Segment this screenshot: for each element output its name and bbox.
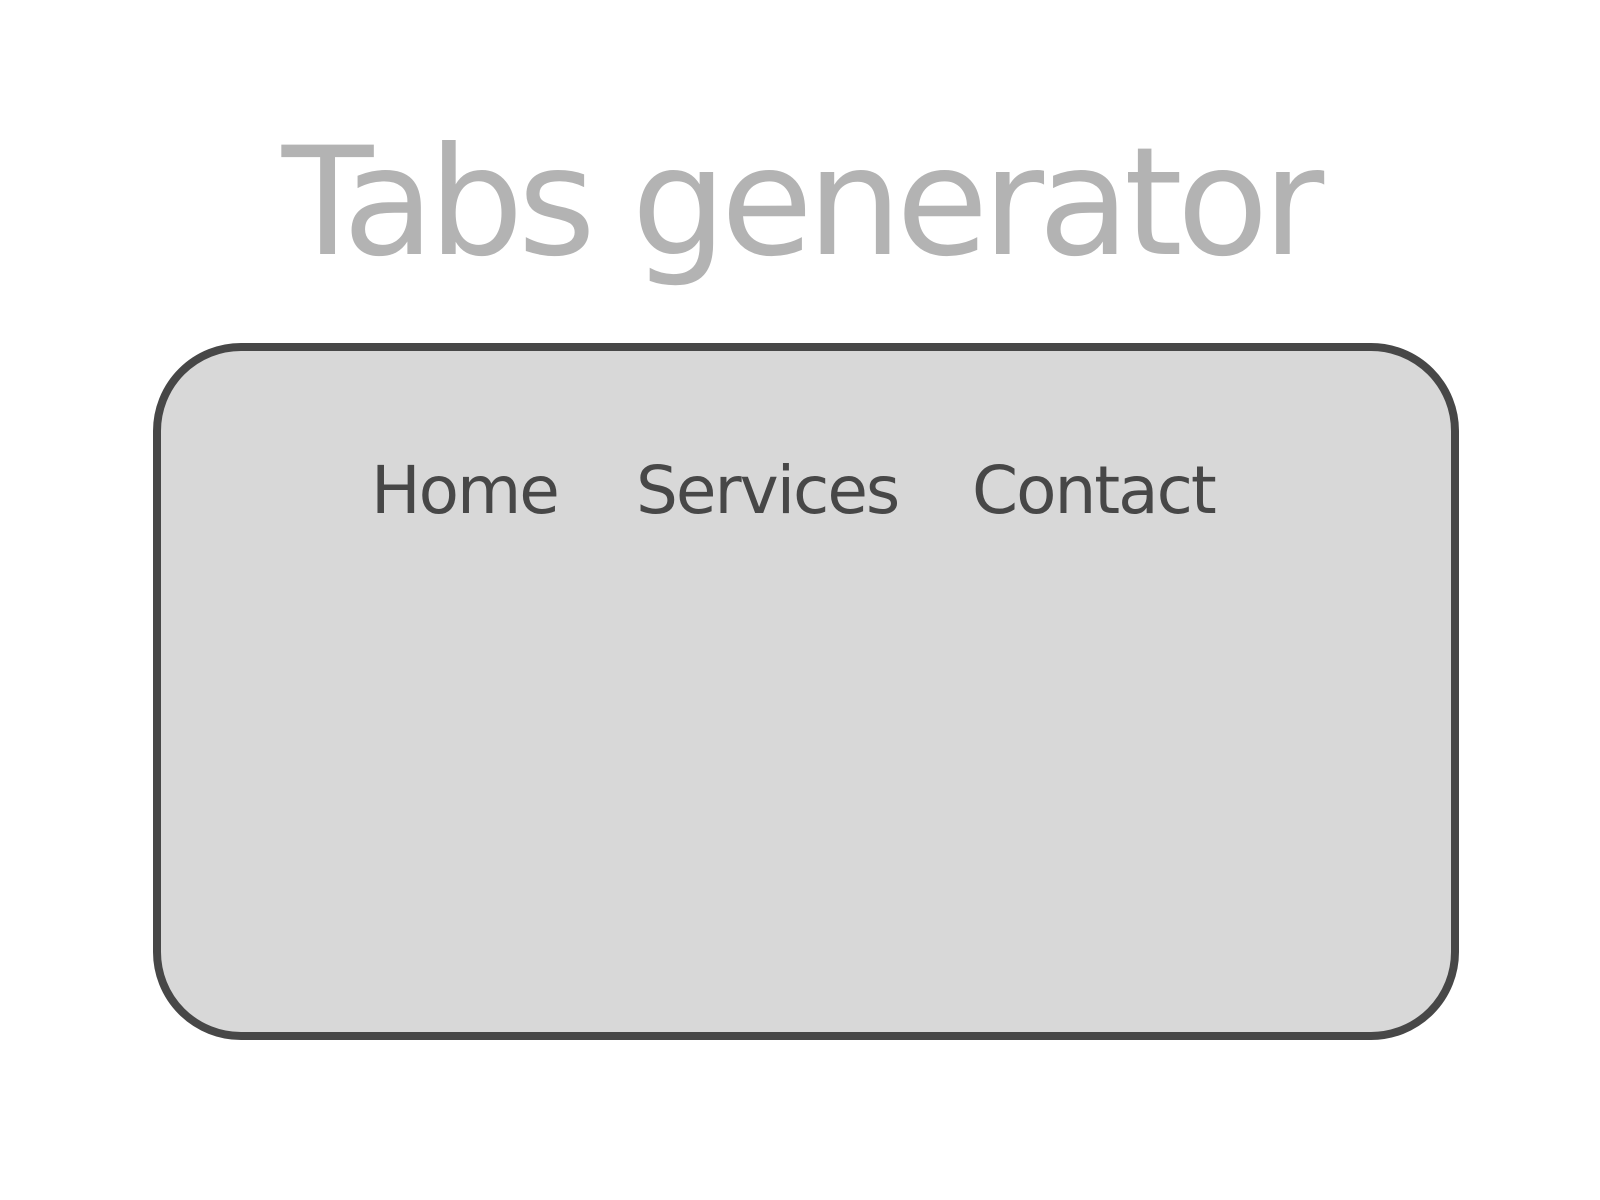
tab-content-area (221, 551, 1391, 972)
tab-services[interactable]: Services (636, 452, 900, 529)
page-title: Tabs generator (281, 116, 1324, 290)
tabs-panel: Home Services Contact (153, 343, 1459, 1040)
tab-home[interactable]: Home (371, 452, 560, 529)
tab-bar: Home Services Contact (161, 451, 1451, 531)
tab-contact[interactable]: Contact (972, 452, 1217, 529)
